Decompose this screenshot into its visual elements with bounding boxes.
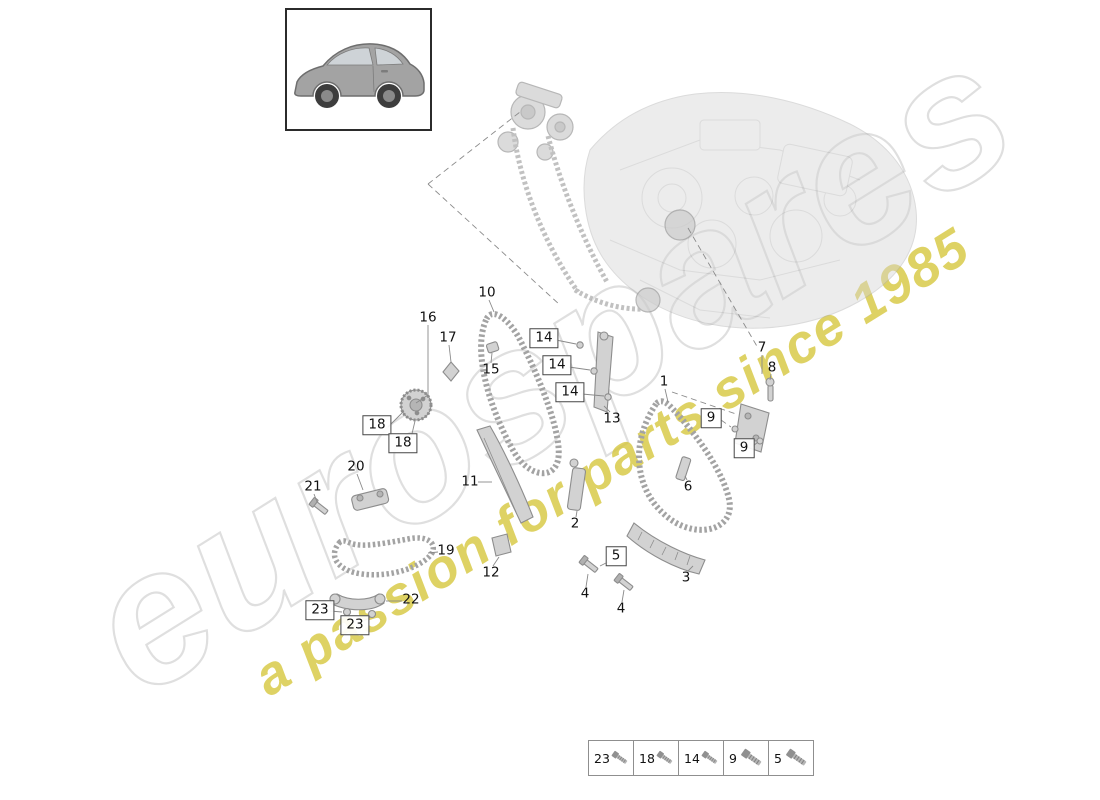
part-label-15[interactable]: 15 xyxy=(482,361,500,378)
part-label-2[interactable]: 2 xyxy=(570,515,580,532)
vehicle-thumbnail[interactable] xyxy=(285,8,432,131)
part-label-16[interactable]: 16 xyxy=(419,309,437,326)
bolt-icon xyxy=(741,748,762,766)
part-label-13[interactable]: 13 xyxy=(603,410,621,427)
legend-number: 23 xyxy=(594,750,610,766)
legend-cell-9[interactable]: 9 xyxy=(723,740,769,776)
part-label-4[interactable]: 4 xyxy=(616,600,626,617)
part-label-9[interactable]: 9 xyxy=(700,408,722,428)
part-label-23[interactable]: 23 xyxy=(305,600,335,620)
part-label-23[interactable]: 23 xyxy=(340,615,370,635)
legend-cell-5[interactable]: 5 xyxy=(768,740,814,776)
fastener-legend: 23 18 14 9 5 xyxy=(588,740,814,776)
bolt-icon xyxy=(701,750,718,764)
part-label-10[interactable]: 10 xyxy=(478,284,496,301)
part-label-9[interactable]: 9 xyxy=(733,438,755,458)
legend-number: 14 xyxy=(684,750,700,766)
part-label-5[interactable]: 5 xyxy=(605,546,627,566)
part-label-3[interactable]: 3 xyxy=(681,569,691,586)
part-label-14[interactable]: 14 xyxy=(555,382,585,402)
bolt-icon xyxy=(656,750,673,764)
timing-chain-parts-art xyxy=(308,311,775,619)
part-label-22[interactable]: 22 xyxy=(402,591,420,608)
part-label-14[interactable]: 14 xyxy=(529,328,559,348)
part-label-7[interactable]: 7 xyxy=(757,339,767,356)
part-label-18[interactable]: 18 xyxy=(362,415,392,435)
part-label-21[interactable]: 21 xyxy=(304,478,322,495)
part-label-8[interactable]: 8 xyxy=(767,359,777,376)
part-label-11[interactable]: 11 xyxy=(461,473,479,490)
legend-number: 18 xyxy=(639,750,655,766)
legend-cell-18[interactable]: 18 xyxy=(633,740,679,776)
legend-cell-23[interactable]: 23 xyxy=(588,740,634,776)
part-label-6[interactable]: 6 xyxy=(683,478,693,495)
part-label-20[interactable]: 20 xyxy=(347,458,365,475)
legend-number: 5 xyxy=(774,750,782,766)
camshaft-chain-assembly-art xyxy=(497,81,696,313)
bolt-icon xyxy=(786,748,807,766)
legend-cell-14[interactable]: 14 xyxy=(678,740,724,776)
part-label-14[interactable]: 14 xyxy=(542,355,572,375)
part-label-4[interactable]: 4 xyxy=(580,585,590,602)
part-label-12[interactable]: 12 xyxy=(482,564,500,581)
part-label-18[interactable]: 18 xyxy=(388,433,418,453)
bolt-icon xyxy=(611,750,628,764)
car-side-view-icon xyxy=(293,42,425,108)
part-label-17[interactable]: 17 xyxy=(439,329,457,346)
part-label-1[interactable]: 1 xyxy=(659,373,669,390)
legend-number: 9 xyxy=(729,750,737,766)
part-label-19[interactable]: 19 xyxy=(437,542,455,559)
